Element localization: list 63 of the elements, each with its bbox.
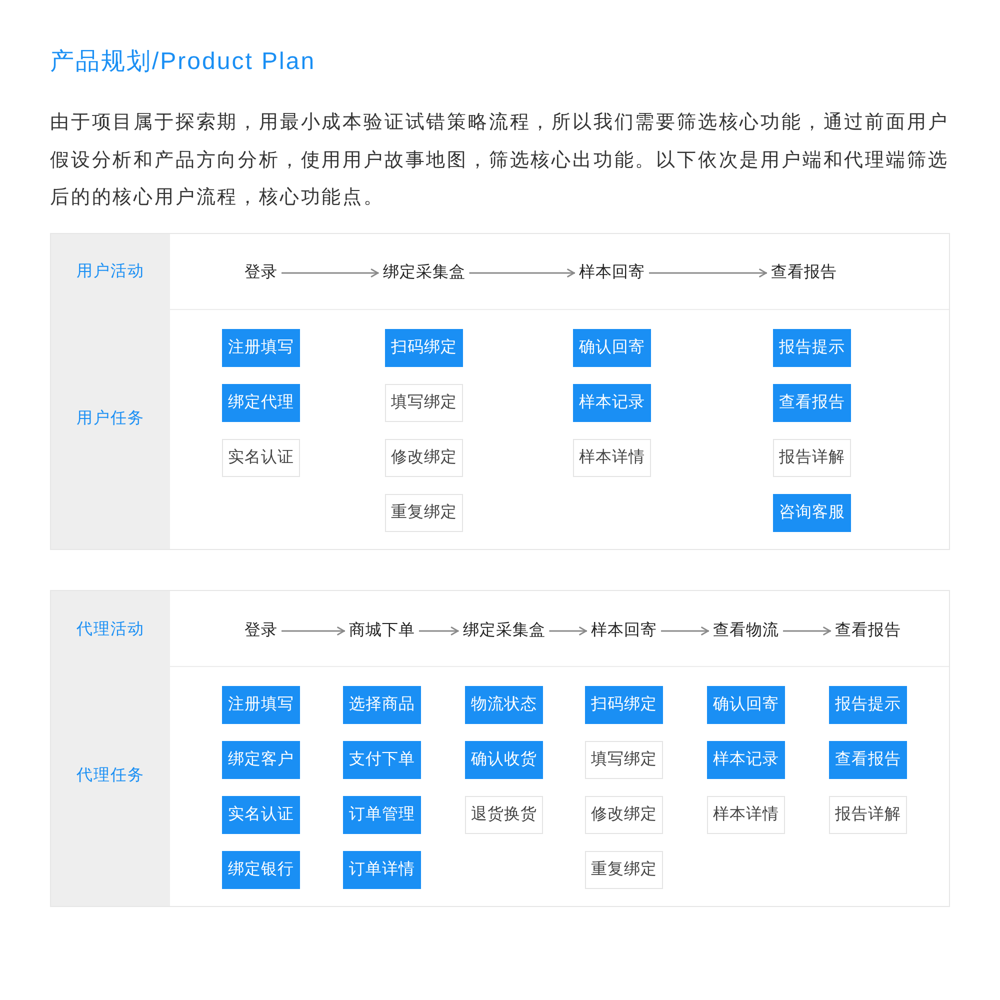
arrow [282, 626, 345, 636]
task-box: 扫码绑定 [385, 329, 463, 367]
step-label: 查看物流 [709, 621, 783, 641]
task-box: 修改绑定 [385, 439, 463, 477]
arrow [661, 626, 709, 636]
activity-row [50, 590, 950, 667]
arrow [282, 268, 379, 278]
step-label: 绑定采集盒 [458, 621, 550, 641]
task-box: 咨询客服 [773, 494, 851, 532]
arrow [419, 626, 459, 636]
step-label: 样本回寄 [575, 263, 649, 283]
task-box: 物流状态 [465, 686, 543, 724]
task-box: 确认回寄 [573, 329, 651, 367]
row-heading: 代理任务 [76, 766, 144, 786]
activity-row [50, 233, 950, 310]
task-row [50, 667, 950, 907]
task-box: 查看报告 [773, 384, 851, 422]
task-box: 重复绑定 [385, 494, 463, 532]
row-heading: 代理活动 [76, 620, 144, 640]
task-box: 报告详解 [773, 439, 851, 477]
task-box: 订单详情 [343, 851, 421, 889]
step-label: 样本回寄 [587, 621, 661, 641]
step-label: 登录 [240, 621, 282, 641]
task-box: 报告提示 [829, 686, 907, 724]
task-box: 注册填写 [222, 329, 300, 367]
task-box: 报告详解 [829, 796, 907, 834]
task-box: 重复绑定 [585, 851, 663, 889]
step-label: 绑定采集盒 [378, 263, 470, 283]
task-box: 确认收货 [465, 741, 543, 779]
task-box: 样本记录 [573, 384, 651, 422]
task-box: 绑定客户 [222, 741, 300, 779]
arrow [469, 268, 575, 278]
task-box: 查看报告 [829, 741, 907, 779]
task-box: 实名认证 [222, 796, 300, 834]
task-box: 实名认证 [222, 439, 300, 477]
task-box: 绑定银行 [222, 851, 300, 889]
task-box: 样本记录 [707, 741, 785, 779]
task-box: 退货换货 [465, 796, 543, 834]
task-box: 填写绑定 [385, 384, 463, 422]
task-box: 绑定代理 [222, 384, 300, 422]
task-box: 订单管理 [343, 796, 421, 834]
arrow [649, 268, 767, 278]
intro-paragraph: 由于项目属于探索期，用最小成本验证试错策略流程，所以我们需要筛选核心功能，通过前面用户假设分析和产品方向分析，使用用户故事地图，筛选核心出功能。以下依次是用户端和代理端筛选后的的核心用户流程，核心功能点。 [50, 111, 950, 210]
step-label: 查看报告 [831, 621, 905, 641]
task-row [50, 310, 950, 550]
task-box: 选择商品 [343, 686, 421, 724]
task-box: 确认回寄 [707, 686, 785, 724]
task-box: 扫码绑定 [585, 686, 663, 724]
task-box: 注册填写 [222, 686, 300, 724]
task-box: 填写绑定 [585, 741, 663, 779]
row-heading: 用户任务 [76, 409, 144, 429]
step-label: 登录 [240, 263, 282, 283]
task-box: 支付下单 [343, 741, 421, 779]
task-box: 样本详情 [707, 796, 785, 834]
task-box: 样本详情 [573, 439, 651, 477]
task-box: 报告提示 [773, 329, 851, 367]
task-box: 修改绑定 [585, 796, 663, 834]
page-title: 产品规划/Product Plan [50, 47, 316, 77]
step-label: 查看报告 [767, 263, 841, 283]
arrow [783, 626, 831, 636]
step-label: 商城下单 [345, 621, 419, 641]
arrow [549, 626, 587, 636]
row-heading: 用户活动 [76, 262, 144, 282]
